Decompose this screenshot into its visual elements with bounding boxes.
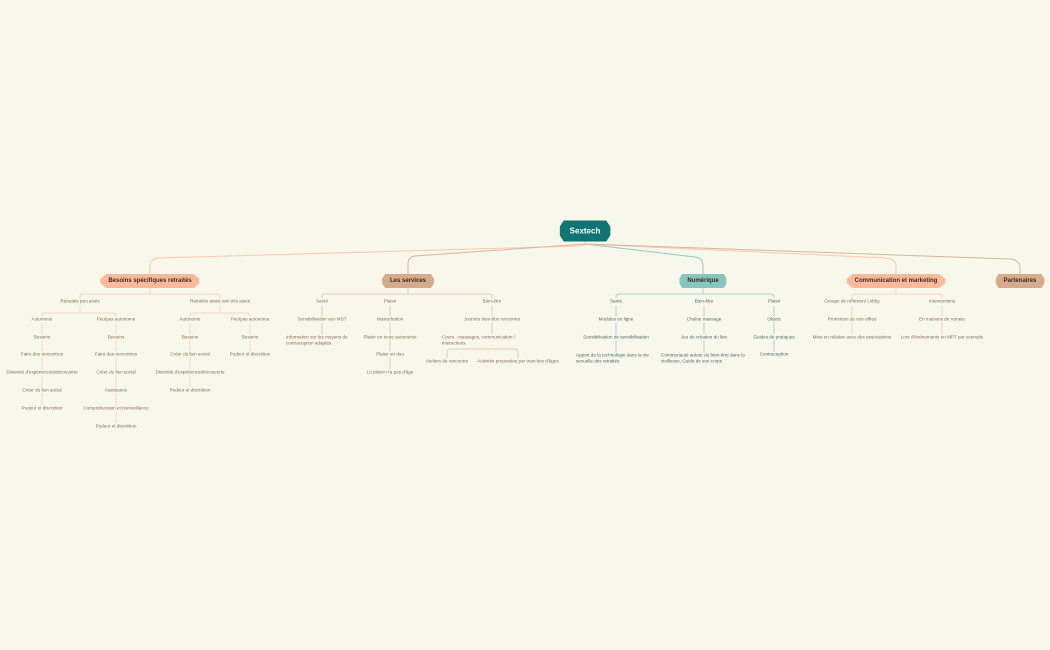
- node-peu-pas-autonome[interactable]: Peu/pas autonome: [95, 316, 137, 322]
- root-node[interactable]: Sextech: [559, 220, 611, 242]
- node-leaf[interactable]: Objets: [766, 316, 782, 322]
- node-retraites-peu-aises[interactable]: Retraités peu aisés: [59, 298, 101, 304]
- node-interventions[interactable]: Interventions: [927, 298, 957, 304]
- node-autonome[interactable]: Autonome: [30, 316, 54, 322]
- node-leaf[interactable]: Sensibilisation de sensibilisation: [582, 334, 650, 340]
- node-leaf[interactable]: Pudeur et discrétion: [228, 351, 272, 357]
- node-bien-etre[interactable]: Bien-être: [481, 298, 503, 304]
- branch-services[interactable]: Les services: [381, 274, 435, 288]
- node-leaf[interactable]: Créer du lien social: [169, 351, 211, 357]
- branch-numerique[interactable]: Numérique: [679, 274, 727, 288]
- node-leaf[interactable]: Mise en relation avec des associations: [811, 334, 893, 340]
- node-autonome[interactable]: Autonome: [178, 316, 202, 322]
- node-sante[interactable]: Santé: [314, 298, 330, 304]
- node-leaf[interactable]: Guides de pratiques: [752, 334, 796, 340]
- node-leaf[interactable]: Plaisir en toute autonomie: [362, 334, 418, 340]
- node-besoins[interactable]: Besoins: [180, 334, 200, 340]
- node-leaf[interactable]: Sensibilisation aux MST: [296, 316, 348, 322]
- node-peu-pas-autonome[interactable]: Peu/pas autonome: [229, 316, 271, 322]
- node-leaf[interactable]: Promotion de nos offres: [826, 316, 878, 322]
- node-leaf[interactable]: Créer du lien social: [21, 387, 63, 393]
- node-leaf[interactable]: Lors d'événements en MPT par exemple: [899, 334, 985, 340]
- node-leaf[interactable]: Communauté autour du bien-être dans la v…: [660, 352, 748, 364]
- node-leaf[interactable]: Journée bien-être rencontre: [462, 316, 522, 322]
- node-besoins[interactable]: Besoins: [32, 334, 52, 340]
- node-leaf[interactable]: Assistance: [103, 387, 129, 393]
- node-leaf[interactable]: Pudeur et discrétion: [168, 387, 212, 393]
- node-leaf[interactable]: Créer du lien social: [95, 369, 137, 375]
- node-leaf[interactable]: Le plaisir n'a pas d'âge: [365, 369, 415, 375]
- node-leaf[interactable]: Ateliers de rencontre: [424, 358, 470, 364]
- node-leaf[interactable]: Modules en ligne: [597, 316, 635, 322]
- node-retraites-aises[interactable]: Retraités aisés voir très aisés: [189, 298, 251, 304]
- node-leaf[interactable]: Plaisir en duo: [375, 351, 405, 357]
- node-leaf[interactable]: Faire des rencontres: [93, 351, 139, 357]
- branch-besoins[interactable]: Besoins spécifiques retraités: [100, 274, 200, 288]
- node-leaf[interactable]: Jeu de création du lien: [679, 334, 729, 340]
- node-leaf[interactable]: Chaîne massage: [685, 316, 723, 322]
- node-leaf[interactable]: Diversité d'expériences/découverte: [5, 369, 79, 375]
- node-plaisir[interactable]: Plaisir: [766, 298, 782, 304]
- node-plaisir[interactable]: Plaisir: [382, 298, 398, 304]
- node-leaf[interactable]: Information sur les moyens de contracept…: [285, 334, 359, 346]
- node-bien-etre[interactable]: Bien-être: [693, 298, 715, 304]
- node-leaf[interactable]: Diversité d'expérience/découverte: [154, 369, 226, 375]
- node-leaf[interactable]: Pudeur et discrétion: [94, 423, 138, 429]
- node-besoins[interactable]: Besoins: [106, 334, 126, 340]
- node-leaf[interactable]: En maisons de retraite: [918, 316, 966, 322]
- node-sante[interactable]: Santé: [608, 298, 624, 304]
- node-besoins[interactable]: Besoins: [240, 334, 260, 340]
- node-groupe-reflexion[interactable]: Groupe de réflexion/ Lobby: [823, 298, 881, 304]
- branch-partenaires[interactable]: Partenaires: [995, 274, 1045, 288]
- node-leaf[interactable]: Masturbation: [375, 316, 405, 322]
- node-leaf[interactable]: Pudeur et discrétion: [20, 405, 64, 411]
- node-leaf[interactable]: Contraception: [758, 351, 790, 357]
- node-leaf[interactable]: Compréhension et bienveillance: [82, 405, 150, 411]
- node-leaf[interactable]: Faire des rencontres: [19, 351, 65, 357]
- node-leaf[interactable]: Activités proposées par tranches d'âges: [476, 358, 560, 364]
- node-leaf[interactable]: Cours : massages, communication / intera…: [441, 334, 523, 346]
- branch-communication[interactable]: Communication et marketing: [846, 274, 946, 288]
- node-leaf[interactable]: Apport de la technologie dans la vie sex…: [575, 352, 657, 364]
